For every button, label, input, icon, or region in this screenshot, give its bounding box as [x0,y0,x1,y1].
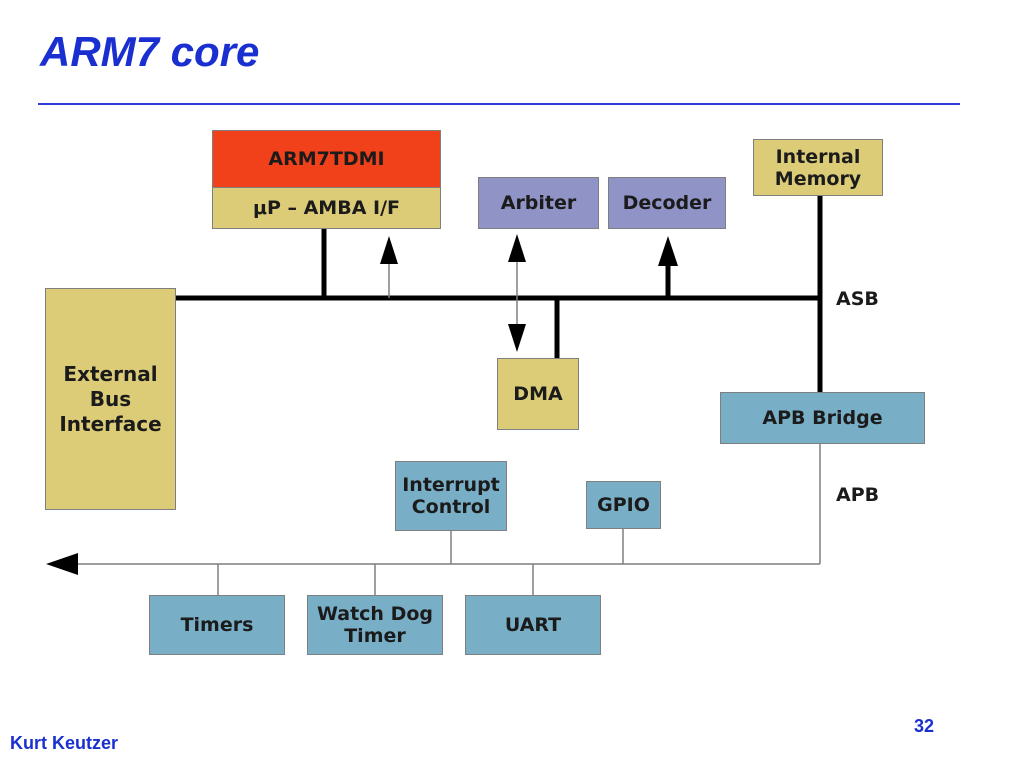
apb-bridge-label: APB Bridge [762,407,883,429]
internal-memory-block: Internal Memory [753,139,883,196]
page-number: 32 [914,716,935,736]
interrupt-control-block: Interrupt Control [395,461,507,531]
dma-arrowhead [508,324,526,352]
uart-block: UART [465,595,601,655]
asb-bus-label: ASB [836,288,879,310]
decoder-arrowhead [658,236,678,266]
gpio-label: GPIO [597,494,650,516]
uart-label: UART [504,614,562,636]
external-bus-interface-block: External Bus Interface [45,288,176,510]
timers-block: Timers [149,595,285,655]
dma-block: DMA [497,358,579,430]
timers-label: Timers [180,614,254,636]
author-name: Kurt Keutzer [10,733,119,753]
arm7tdmi-block: ARM7TDMI [212,130,441,188]
internal-memory-label: Internal Memory [774,145,862,190]
amba-if-block: μP – AMBA I/F [212,187,441,229]
gpio-block: GPIO [586,481,661,529]
apb-bus-arrowhead [46,553,78,575]
dma-label: DMA [513,383,563,405]
watch-dog-timer-label: Watch Dog Timer [316,603,433,647]
arbiter-block: Arbiter [478,177,599,229]
amba-if-label: μP – AMBA I/F [252,197,401,219]
external-bus-interface-label: External Bus Interface [59,361,162,436]
decoder-block: Decoder [608,177,726,229]
arm7tdmi-label: ARM7TDMI [268,148,385,170]
asb-to-amba-arrowhead [380,236,398,264]
interrupt-control-label: Interrupt Control [402,474,500,518]
watch-dog-timer-block: Watch Dog Timer [307,595,443,655]
arbiter-arrowhead [508,234,526,262]
title-divider [38,103,960,105]
decoder-label: Decoder [622,192,712,214]
apb-bus-label: APB [836,484,880,506]
arbiter-label: Arbiter [500,192,577,214]
slide-title: ARM7 core [40,28,260,75]
apb-bridge-block: APB Bridge [720,392,925,444]
